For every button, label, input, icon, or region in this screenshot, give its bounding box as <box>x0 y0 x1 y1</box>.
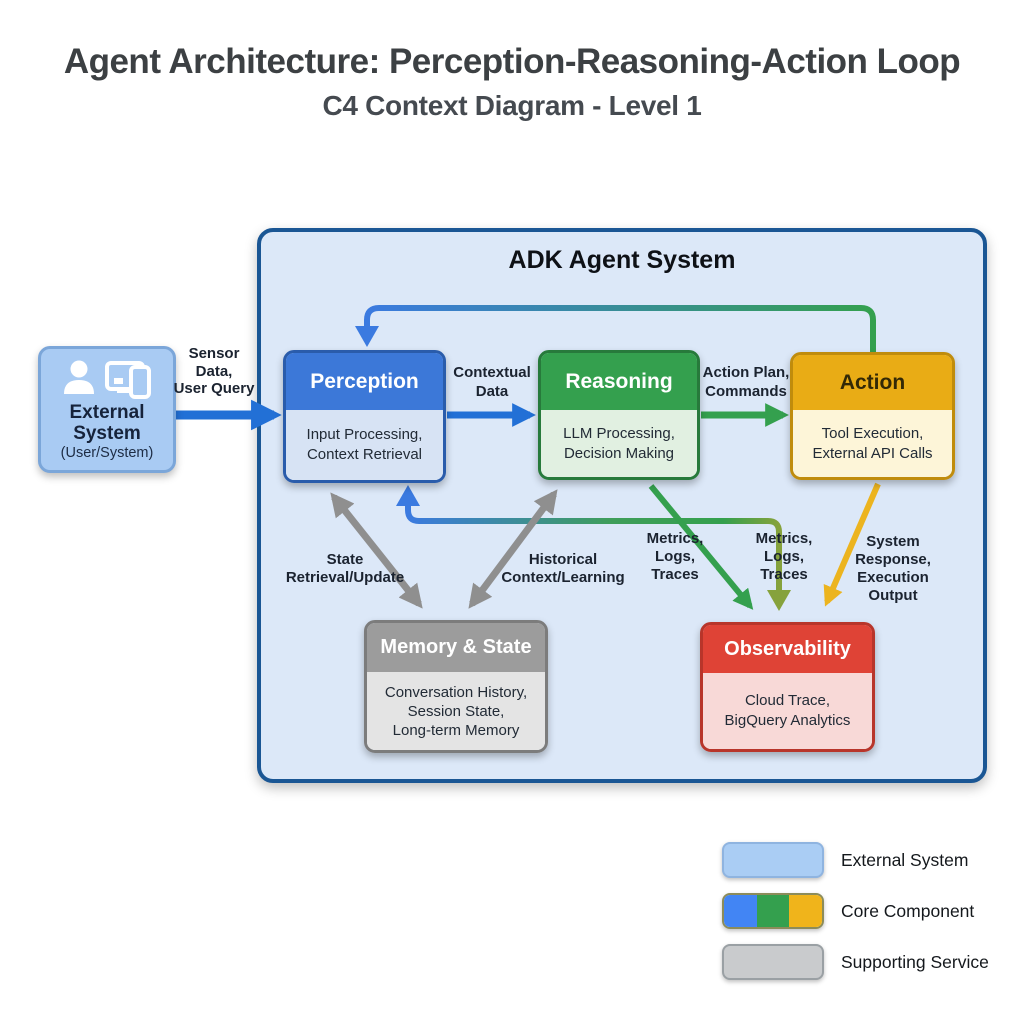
adk-agent-system-title: ADK Agent System <box>508 246 736 274</box>
external-system-icons <box>41 358 173 400</box>
edge-label-action-plan: Action Plan,Commands <box>702 364 790 400</box>
observability-title: Observability <box>703 625 872 673</box>
memory-state-box: Memory & State Conversation History,Sess… <box>364 620 548 753</box>
devices-icon <box>105 361 151 399</box>
perception-title: Perception <box>286 353 443 410</box>
legend-label: Supporting Service <box>841 951 989 972</box>
user-icon <box>64 360 94 394</box>
legend-item-core: Core Component <box>722 893 989 929</box>
perception-box: Perception Input Processing,Context Retr… <box>283 350 446 483</box>
edge-label-metrics-reasoning: Metrics,Logs,Traces <box>646 530 704 583</box>
reasoning-title: Reasoning <box>541 353 697 410</box>
page-title: Agent Architecture: Perception-Reasoning… <box>63 42 961 81</box>
perception-body: Input Processing,Context Retrieval <box>286 410 443 480</box>
legend-item-external: External System <box>722 842 989 878</box>
observability-body: Cloud Trace,BigQuery Analytics <box>703 673 872 749</box>
memory-state-title: Memory & State <box>367 623 545 672</box>
action-body: Tool Execution,External API Calls <box>793 410 952 477</box>
action-box: Action Tool Execution,External API Calls <box>790 352 955 480</box>
reasoning-body: LLM Processing,Decision Making <box>541 410 697 477</box>
legend: External System Core Component Supportin… <box>722 842 989 995</box>
observability-box: Observability Cloud Trace,BigQuery Analy… <box>700 622 875 752</box>
legend-swatch-supporting <box>722 944 824 980</box>
memory-state-body: Conversation History,Session State,Long-… <box>367 672 545 750</box>
legend-label: Core Component <box>841 900 975 921</box>
legend-item-supporting: Supporting Service <box>722 944 989 980</box>
edge-label-metrics-loop: Metrics,Logs,Traces <box>755 530 813 583</box>
legend-swatch-external <box>722 842 824 878</box>
external-system-sublabel: (User/System) <box>60 445 154 461</box>
action-title: Action <box>793 355 952 410</box>
reasoning-box: Reasoning LLM Processing,Decision Making <box>538 350 700 480</box>
legend-swatch-core <box>722 893 824 929</box>
page-subtitle: C4 Context Diagram - Level 1 <box>322 90 702 121</box>
legend-label: External System <box>841 849 969 870</box>
